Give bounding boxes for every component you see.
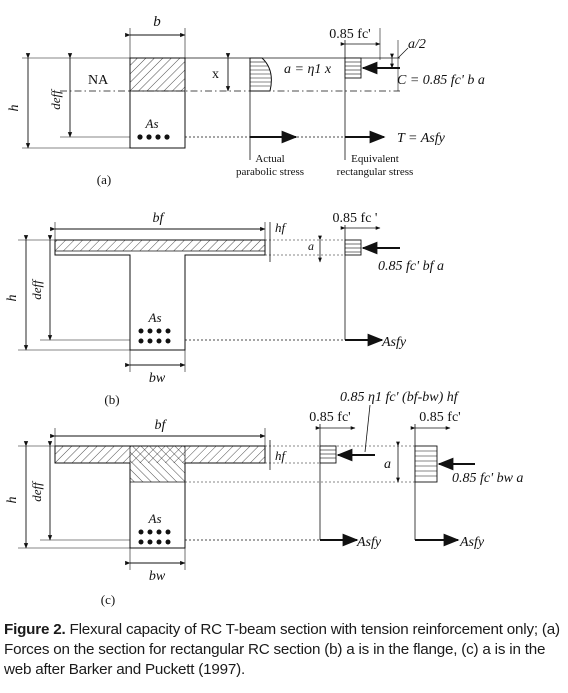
rect-stress-block <box>344 57 362 79</box>
label-fc: 0.85 fc ' <box>333 211 378 226</box>
caption-text: Flexural capacity of RC T-beam section w… <box>4 621 560 678</box>
compression-zone <box>55 240 265 251</box>
figure-caption: Figure 2. Flexural capacity of RC T-beam… <box>4 620 562 680</box>
stress-block-web <box>414 445 438 483</box>
label-h: h <box>5 497 20 504</box>
label-hf: hf <box>275 448 288 463</box>
label-h: h <box>7 105 22 112</box>
label-a-half: a/2 <box>408 37 426 52</box>
caption-label: Figure 2. <box>4 621 66 638</box>
panel-a-tag: (a) <box>97 172 111 187</box>
label-fc1: 0.85 fc' <box>309 410 350 425</box>
label-asfy-2: Asfy <box>459 535 485 550</box>
stress-hatch <box>415 450 437 477</box>
label-deff: deff <box>29 480 44 502</box>
label-as: As <box>148 310 162 325</box>
t-section <box>54 239 266 351</box>
stress-block-flange <box>319 445 337 464</box>
label-force: 0.85 fc' bf a <box>378 259 444 274</box>
parabolic-hatch <box>250 61 271 87</box>
label-hf: hf <box>275 220 288 235</box>
panel-b-tag: (b) <box>104 392 119 407</box>
label-t: T = Asfy <box>397 131 446 146</box>
stress-block <box>344 239 362 256</box>
web-hatch-top <box>130 446 185 463</box>
label-actual-2: parabolic stress <box>236 166 304 178</box>
label-bw: bw <box>149 569 166 584</box>
steel-bars <box>137 134 170 140</box>
label-flange-force: 0.85 η1 fc' (bf-bw) hf <box>340 390 460 405</box>
label-x: x <box>212 67 219 82</box>
stress-hatch <box>320 449 336 459</box>
label-asfy: Asfy <box>381 335 407 350</box>
panel-c-tag: (c) <box>101 592 115 607</box>
panel-a: b NA h deff As x <box>7 14 485 187</box>
steel-bars <box>138 529 171 545</box>
stress-hatch <box>345 243 361 253</box>
leader-line <box>397 47 409 59</box>
steel-bars <box>138 328 171 344</box>
label-bf: bf <box>155 418 168 433</box>
label-a-eq: a = η1 x <box>284 62 332 77</box>
figure-canvas: b NA h deff As x <box>5 14 523 607</box>
label-as: As <box>148 511 162 526</box>
label-asfy-1: Asfy <box>356 535 382 550</box>
label-deff: deff <box>48 88 63 110</box>
rect-stress-hatch <box>345 61 361 75</box>
label-c: C = 0.85 fc' b a <box>397 73 485 88</box>
panel-b: bf hf a 0.85 fc ' 0.85 fc' bf a h deff <box>5 211 444 407</box>
label-fc2: 0.85 fc' <box>419 410 460 425</box>
panel-c: bf hf 0.85 fc' 0.85 η1 fc' (bf-bw) hf As… <box>5 390 523 607</box>
label-b: b <box>153 14 161 30</box>
web-hatch <box>130 463 185 482</box>
label-equiv-1: Equivalent <box>351 153 399 165</box>
compression-zone <box>129 57 186 92</box>
label-as: As <box>145 116 159 131</box>
label-deff: deff <box>29 278 44 300</box>
label-a: a <box>308 239 314 253</box>
label-h: h <box>5 295 20 302</box>
label-actual-1: Actual <box>255 153 284 165</box>
leader-line <box>364 404 371 453</box>
label-equiv-2: rectangular stress <box>337 166 414 178</box>
label-bf: bf <box>153 211 166 226</box>
label-fc: 0.85 fc' <box>329 27 370 42</box>
label-na: NA <box>88 73 109 88</box>
label-a: a <box>384 457 391 472</box>
label-bw: bw <box>149 371 166 386</box>
label-web-force: 0.85 fc' bw a <box>452 471 523 486</box>
parabolic-block <box>249 57 272 92</box>
